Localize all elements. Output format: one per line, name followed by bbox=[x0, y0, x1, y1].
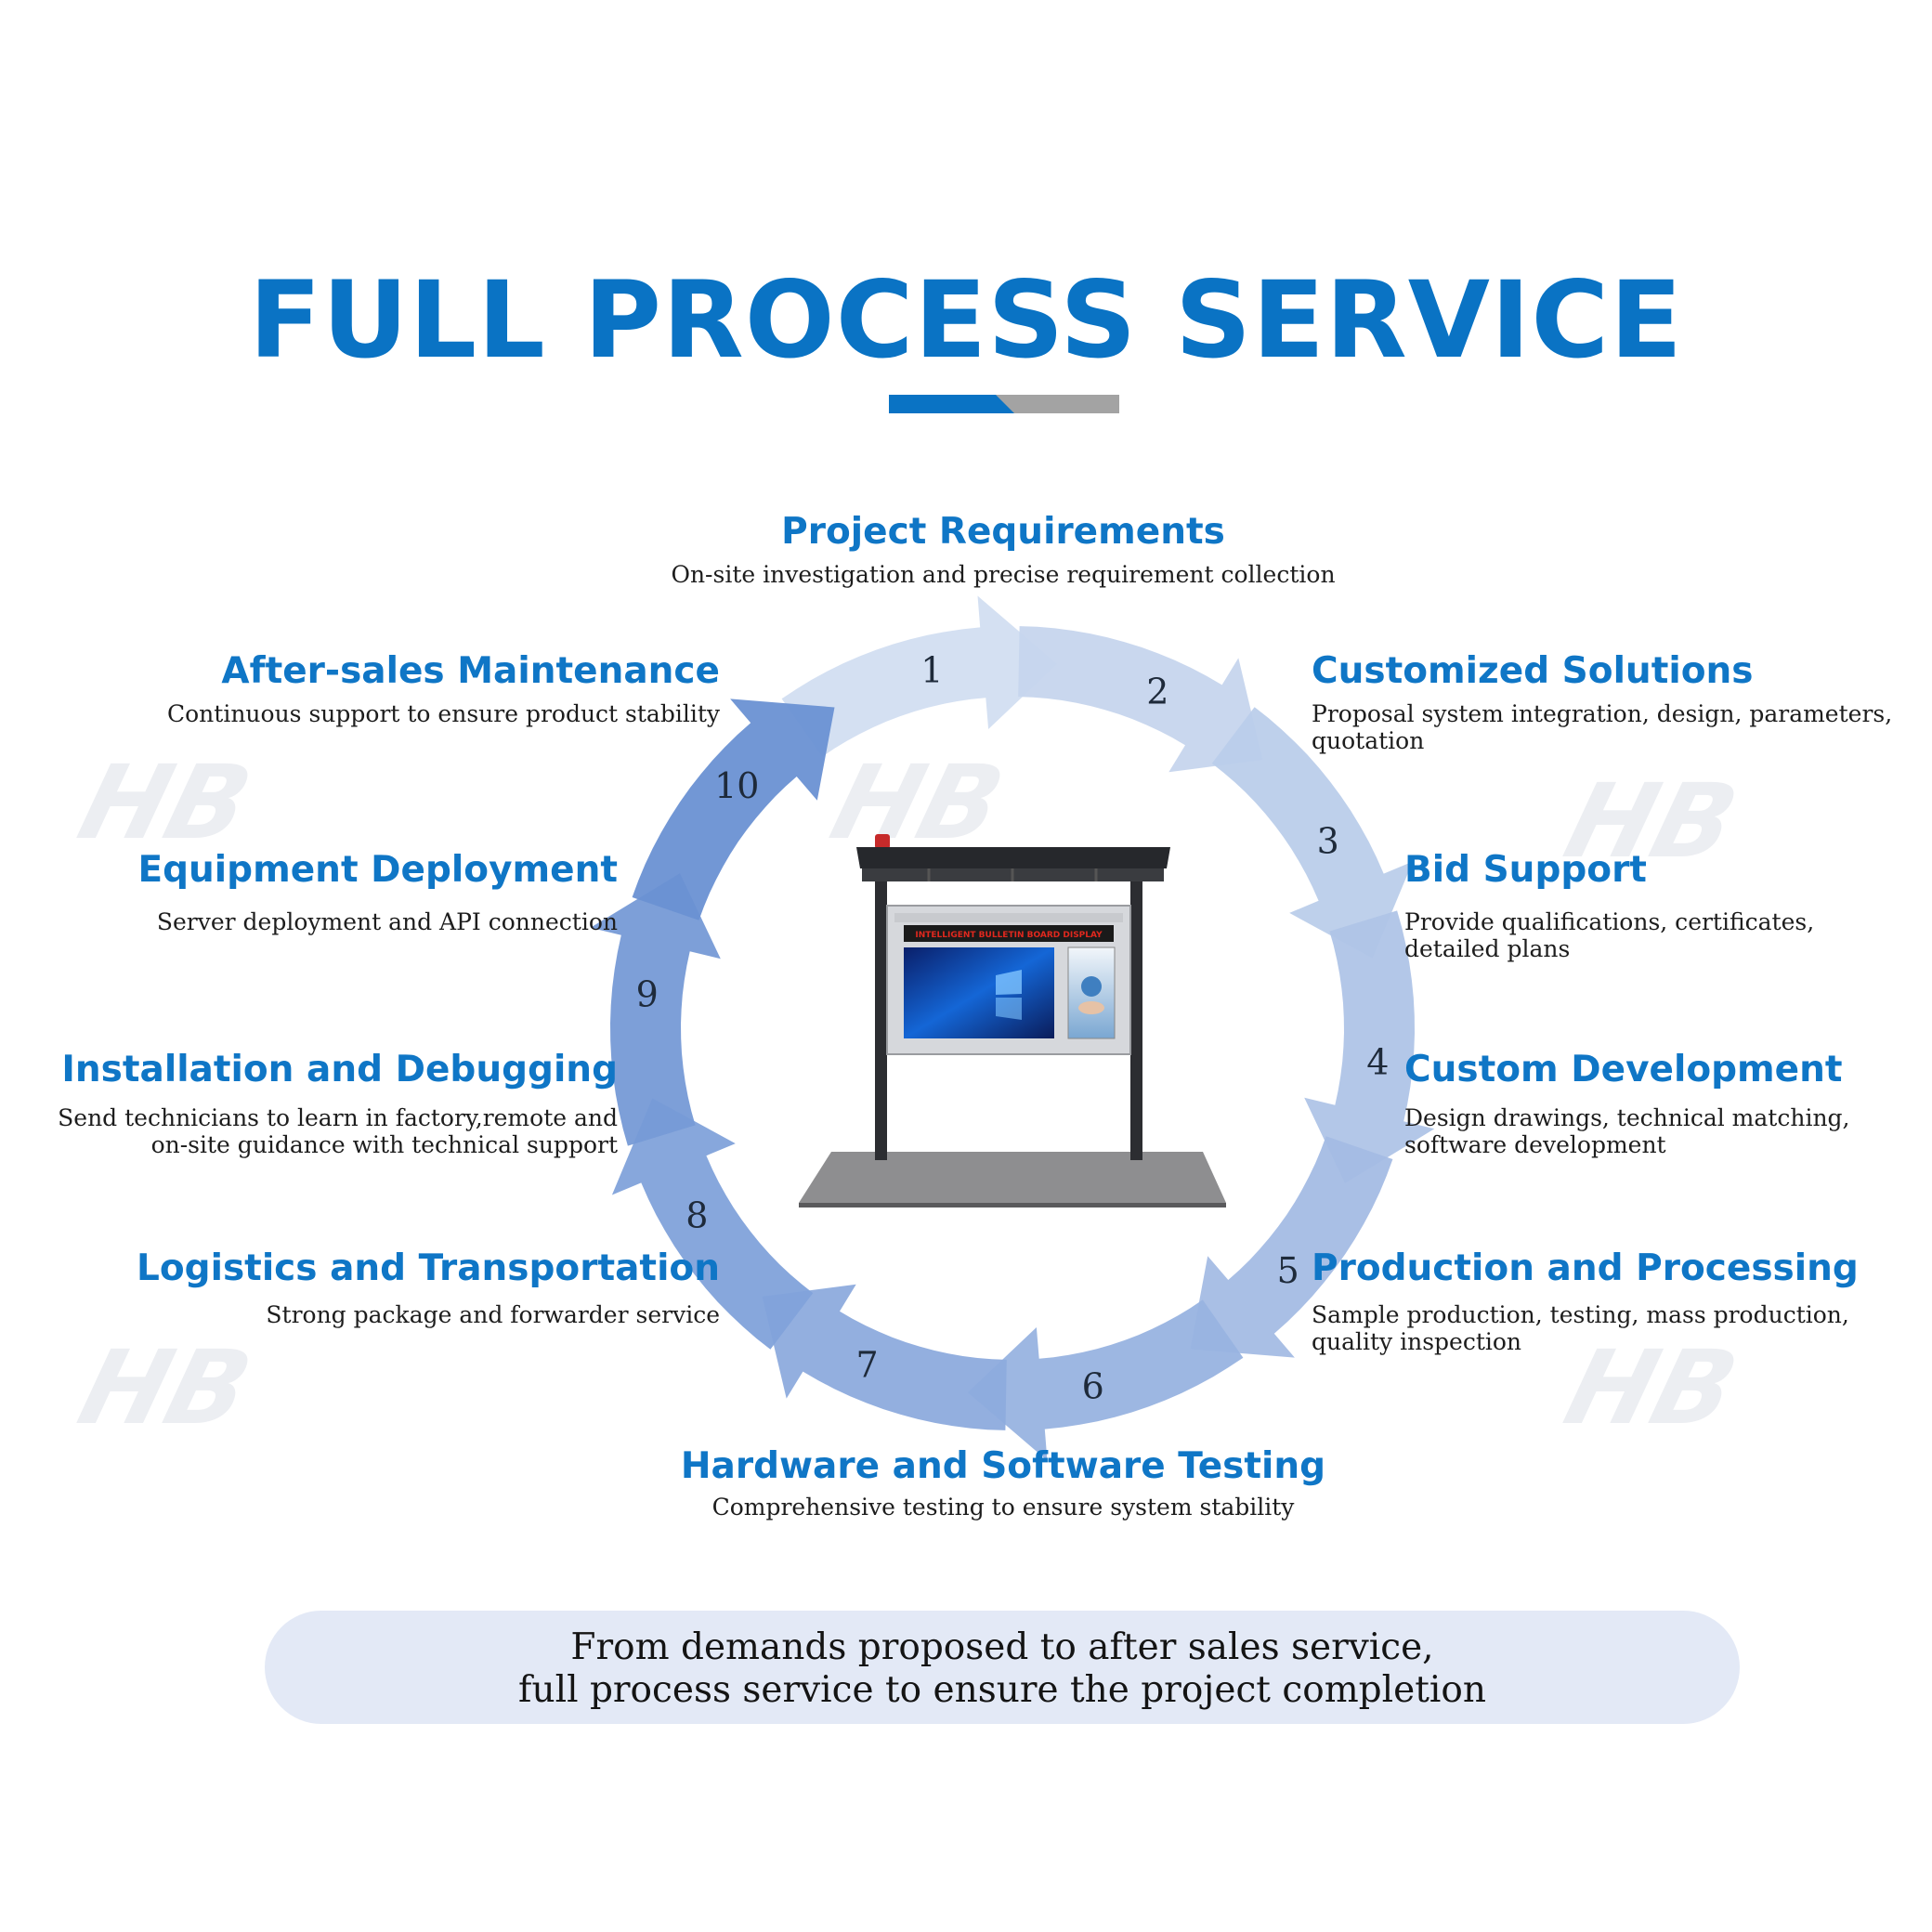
kiosk-post-right bbox=[1130, 881, 1142, 1160]
step-9-equipment-deployment: Equipment Deployment Server deployment a… bbox=[93, 849, 618, 936]
step-3-description-line-2: detailed plans bbox=[1404, 934, 1571, 962]
summary-line-1: From demands proposed to after sales ser… bbox=[570, 1626, 1434, 1668]
windows-logo-icon bbox=[996, 970, 1022, 995]
cycle-step-number-6: 6 bbox=[1082, 1365, 1104, 1406]
cycle-arrow-3 bbox=[1211, 707, 1414, 959]
step-10-after-sales-maintenance: After-sales Maintenance Continuous suppo… bbox=[139, 650, 720, 728]
cycle-step-number-10: 10 bbox=[714, 765, 759, 806]
step-2-title: Customized Solutions bbox=[1312, 650, 1754, 692]
globe-in-hands-icon bbox=[1081, 976, 1102, 997]
step-3-description: Provide qualifications, certificates, de… bbox=[1404, 907, 1906, 963]
step-8-title: Installation and Debugging bbox=[61, 1049, 618, 1090]
step-7-logistics-and-transportation: Logistics and Transportation Strong pack… bbox=[111, 1247, 720, 1329]
step-5-description: Sample production, testing, mass product… bbox=[1312, 1300, 1906, 1356]
step-6-description: Comprehensive testing to ensure system s… bbox=[711, 1493, 1295, 1521]
step-5-production-and-processing: Production and Processing Sample product… bbox=[1312, 1247, 1906, 1356]
step-2-customized-solutions: Customized Solutions Proposal system int… bbox=[1312, 650, 1906, 755]
kiosk-led-banner-text: INTELLIGENT BULLETIN BOARD DISPLAY bbox=[915, 931, 1103, 940]
step-4-custom-development: Custom Development Design drawings, tech… bbox=[1404, 1049, 1906, 1159]
step-10-title: After-sales Maintenance bbox=[221, 650, 720, 692]
step-10-description: Continuous support to ensure product sta… bbox=[167, 699, 720, 727]
step-9-description: Server deployment and API connection bbox=[156, 907, 618, 935]
step-2-description-line-2: quotation bbox=[1312, 726, 1425, 754]
cycle-step-number-4: 4 bbox=[1366, 1042, 1389, 1083]
step-1-description: On-site investigation and precise requir… bbox=[671, 560, 1336, 588]
cycle-arrow-9 bbox=[590, 873, 721, 1146]
step-9-title: Equipment Deployment bbox=[137, 849, 618, 891]
step-3-description-line-1: Provide qualifications, certificates, bbox=[1404, 907, 1815, 935]
title-underline-gray bbox=[996, 395, 1119, 413]
summary-banner: From demands proposed to after sales ser… bbox=[265, 1611, 1740, 1724]
step-6-title: Hardware and Software Testing bbox=[680, 1445, 1326, 1487]
step-4-description-line-2: software development bbox=[1404, 1130, 1666, 1158]
kiosk-main-screen bbox=[904, 947, 1054, 1038]
step-8-installation-and-debugging: Installation and Debugging Send technici… bbox=[37, 1049, 618, 1159]
step-7-description: Strong package and forwarder service bbox=[266, 1300, 720, 1328]
summary-line-2: full process service to ensure the proje… bbox=[518, 1669, 1486, 1711]
cycle-arrow-5 bbox=[1190, 1136, 1393, 1358]
step-5-title: Production and Processing bbox=[1312, 1247, 1859, 1289]
cycle-arrow-6 bbox=[967, 1299, 1244, 1461]
kiosk-roof bbox=[856, 847, 1170, 868]
step-8-description-line-1: Send technicians to learn in factory,rem… bbox=[58, 1103, 618, 1131]
cycle-step-number-2: 2 bbox=[1146, 671, 1168, 711]
cycle-step-number-8: 8 bbox=[685, 1195, 708, 1236]
kiosk-base-plate bbox=[799, 1152, 1226, 1203]
cycle-arrow-7 bbox=[762, 1284, 1007, 1430]
cycle-step-number-1: 1 bbox=[920, 650, 943, 691]
cycle-arrow-8 bbox=[611, 1098, 814, 1350]
kiosk-beacon-light bbox=[875, 834, 890, 849]
title-underline bbox=[889, 395, 1119, 413]
title-underline-blue bbox=[889, 395, 1033, 413]
step-7-title: Logistics and Transportation bbox=[137, 1247, 720, 1289]
cycle-step-number-5: 5 bbox=[1277, 1250, 1299, 1291]
step-2-description: Proposal system integration, design, par… bbox=[1312, 699, 1906, 755]
cycle-arrow-1 bbox=[781, 595, 1058, 757]
step-1-title: Project Requirements bbox=[781, 511, 1225, 553]
cycle-arrow-2 bbox=[1018, 626, 1263, 773]
step-6-hardware-and-software-testing: Hardware and Software Testing Comprehens… bbox=[594, 1445, 1412, 1521]
step-8-description-line-2: on-site guidance with technical support bbox=[150, 1130, 618, 1158]
step-2-description-line-1: Proposal system integration, design, par… bbox=[1312, 699, 1893, 727]
step-4-description-line-1: Design drawings, technical matching, bbox=[1404, 1103, 1850, 1131]
cycle-step-number-3: 3 bbox=[1317, 821, 1339, 862]
step-4-title: Custom Development bbox=[1404, 1049, 1843, 1090]
step-5-description-line-2: quality inspection bbox=[1312, 1327, 1522, 1355]
kiosk-led-banner bbox=[904, 925, 1114, 942]
step-8-description: Send technicians to learn in factory,rem… bbox=[37, 1103, 618, 1159]
kiosk-post-left bbox=[875, 881, 887, 1160]
step-3-bid-support: Bid Support Provide qualifications, cert… bbox=[1404, 849, 1906, 963]
cycle-arrow-10 bbox=[632, 698, 835, 920]
step-3-title: Bid Support bbox=[1404, 849, 1647, 891]
step-4-description: Design drawings, technical matching, sof… bbox=[1404, 1103, 1906, 1159]
page-title: FULL PROCESS SERVICE bbox=[249, 258, 1683, 382]
bulletin-board-kiosk-image: INTELLIGENT BULLETIN BOARD DISPLAY bbox=[799, 834, 1226, 1208]
step-5-description-line-1: Sample production, testing, mass product… bbox=[1312, 1300, 1849, 1328]
cycle-step-number-9: 9 bbox=[636, 973, 659, 1014]
cycle-step-number-7: 7 bbox=[856, 1345, 879, 1386]
cycle-arrow-4 bbox=[1304, 910, 1435, 1183]
step-1-project-requirements: Project Requirements On-site investigati… bbox=[594, 511, 1412, 589]
